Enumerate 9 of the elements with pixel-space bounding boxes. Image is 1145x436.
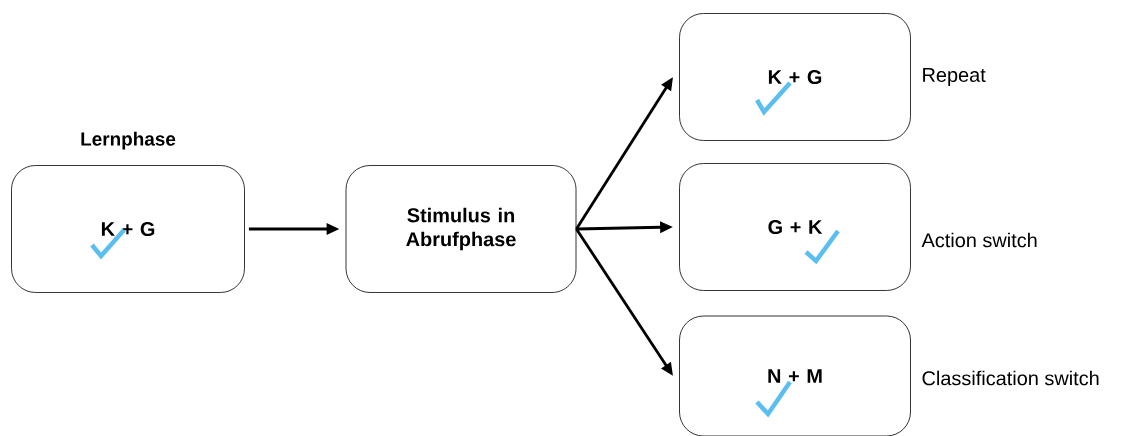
side-label: Classification switch (922, 370, 1099, 386)
process-box: G + K (679, 163, 911, 291)
heading: Lernphase (81, 131, 176, 150)
side-label: Action switch (921, 232, 1037, 248)
process-box: K + G (679, 13, 911, 141)
process-box: K + G (11, 165, 245, 293)
process-box: N + M (679, 315, 911, 436)
side-label: Repeat (923, 68, 986, 86)
process-box: Stimulus in Abrufphase (345, 165, 577, 293)
